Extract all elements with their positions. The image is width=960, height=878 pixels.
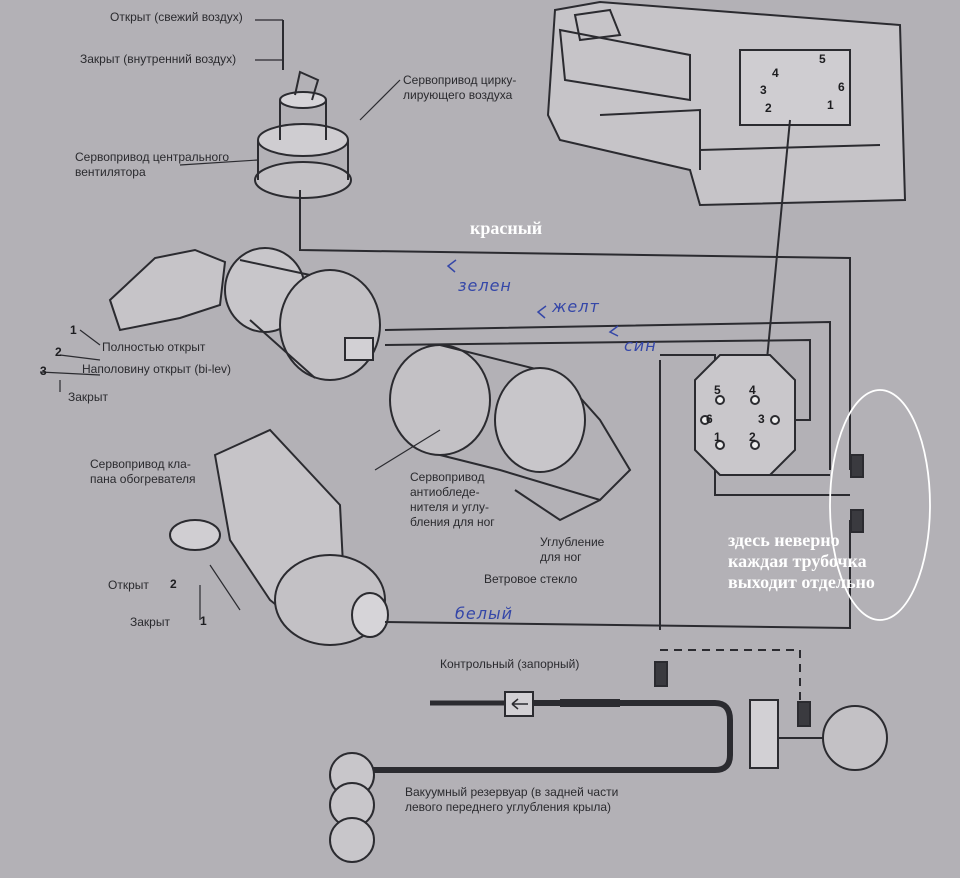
mode-servo-part <box>108 247 381 381</box>
label-recirc-servo: Сервопривод цирку- лирующего воздуха <box>403 73 517 102</box>
label-open-fresh: Открыт (свежий воздух) <box>110 10 243 24</box>
handwritten-blue: син <box>624 336 657 355</box>
heater-position-1: 1 <box>200 614 207 628</box>
heater-valve-servo-part <box>169 428 389 646</box>
hose-connectors <box>654 454 864 727</box>
recirc-servo-part <box>254 20 352 199</box>
control-head-unit <box>546 0 907 207</box>
annotation-note: здесь неверно каждая трубочка выходит от… <box>728 530 875 592</box>
annotation-ellipse <box>829 389 931 621</box>
head-port-5: 5 <box>819 52 826 66</box>
head-port-3: 3 <box>760 83 767 97</box>
connector-port-6: 6 <box>706 412 713 426</box>
leader-lines <box>39 19 441 620</box>
label-check-valve: Контрольный (запорный) <box>440 657 580 671</box>
label-windshield: Ветровое стекло <box>484 572 578 586</box>
label-vacuum-tank: Вакуумный резервуар (в задней части лево… <box>405 785 619 814</box>
annotation-red: красный <box>470 218 543 238</box>
connector-port-5: 5 <box>714 383 721 397</box>
handwritten-green: зелен <box>458 276 512 295</box>
label-heater-valve-servo: Сервопривод кла- пана обогревателя <box>90 457 196 486</box>
defrost-servo-part <box>389 344 632 522</box>
label-closed2: Закрыт <box>130 615 170 629</box>
mode-position-3: 3 <box>40 364 47 378</box>
label-fully-open: Полностью открыт <box>102 340 206 354</box>
label-footwell: Углубление для ног <box>540 535 605 564</box>
heater-position-2: 2 <box>170 577 177 591</box>
label-closed-inner: Закрыт (внутренний воздух) <box>80 52 237 66</box>
handwritten-arrows <box>446 259 619 337</box>
handwritten-white: белый <box>455 604 513 623</box>
mode-position-2: 2 <box>55 345 62 359</box>
vacuum-line <box>360 691 888 773</box>
label-closed: Закрыт <box>68 390 108 404</box>
connector-port-4: 4 <box>749 383 756 397</box>
label-half-open: Наполовину открыт (bi-lev) <box>82 362 232 376</box>
connector-port-3: 3 <box>758 412 765 426</box>
label-opened: Открыт <box>108 578 149 592</box>
connector-port-2: 2 <box>749 430 756 444</box>
mode-position-1: 1 <box>70 323 77 337</box>
vacuum-tank <box>329 752 375 863</box>
port-connector <box>694 354 796 476</box>
label-central-fan-servo: Сервопривод центрального вентилятора <box>75 150 230 179</box>
head-port-1: 1 <box>827 98 834 112</box>
head-port-2: 2 <box>765 101 772 115</box>
label-defrost-servo: Сервопривод антиобледе- нителя и углу- б… <box>410 470 495 529</box>
head-port-4: 4 <box>772 66 779 80</box>
head-port-6: 6 <box>838 80 845 94</box>
handwritten-yellow: желт <box>552 297 600 316</box>
connector-port-1: 1 <box>714 430 721 444</box>
